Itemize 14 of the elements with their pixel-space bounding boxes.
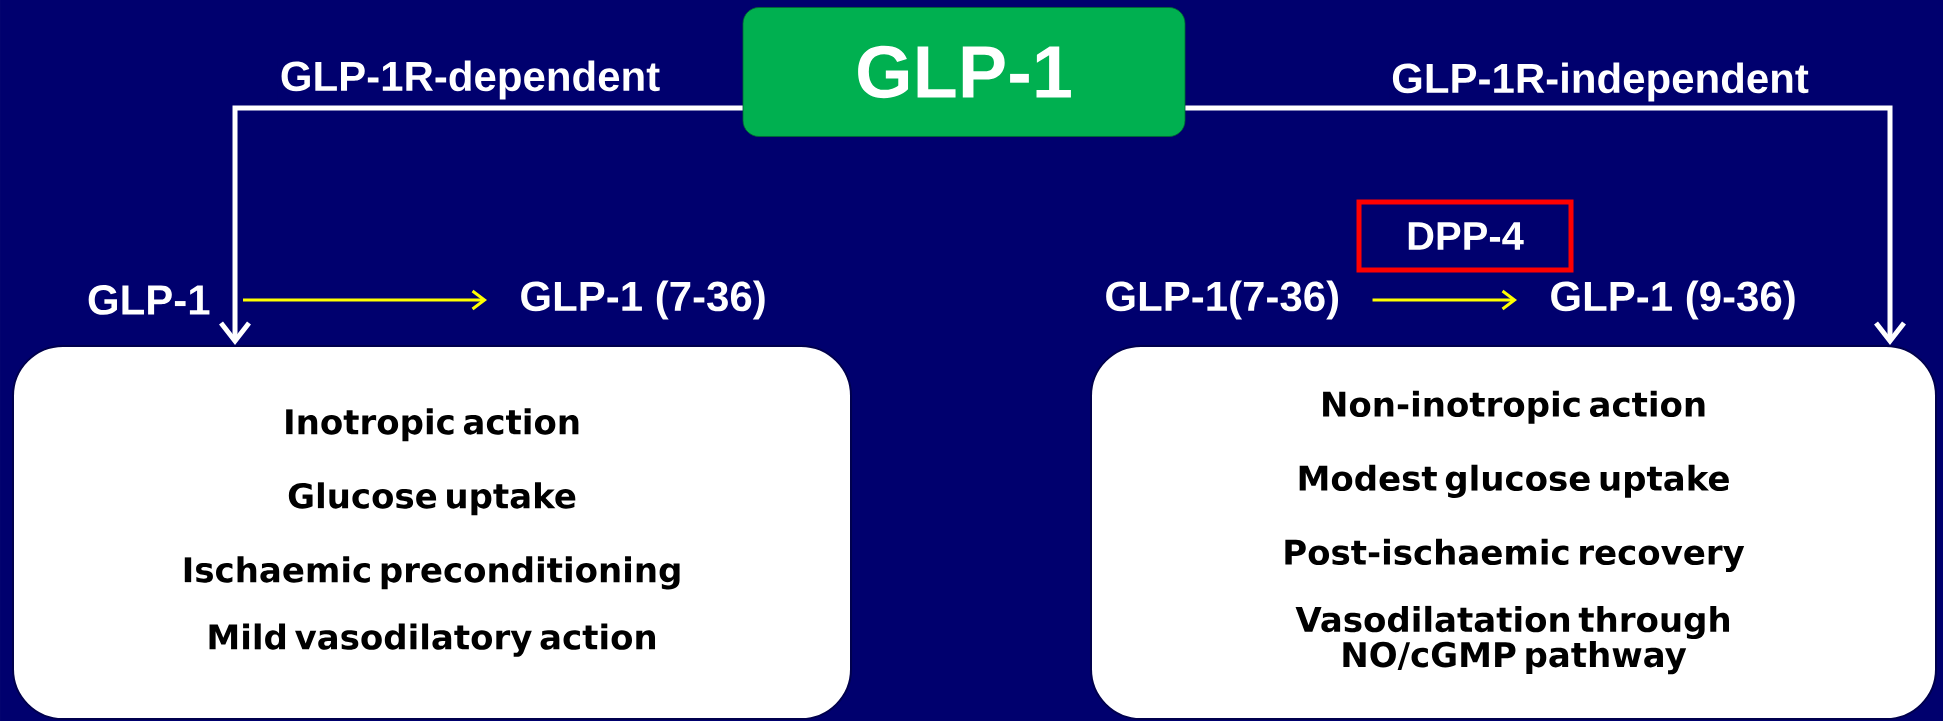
peptide-label: GLP-1 (7-36) bbox=[521, 280, 765, 320]
peptide-label: GLP-1(7-36) bbox=[1106, 280, 1338, 320]
effects-box: Non-inotropic action Modest glucose uptake Post-ischaemic recovery Vasodilatation through NO/cGMP pathway bbox=[1090, 345, 1937, 720]
effects-box: Inotropic action Glucose uptake Ischaemic preconditioning Mild vasodilatory action bbox=[12, 345, 852, 720]
enzyme-box: DPP-4 bbox=[1356, 199, 1574, 273]
arrow bbox=[219, 105, 743, 345]
edge-label: GLP-1R-independent bbox=[1389, 60, 1811, 104]
peptide-label: GLP-1 bbox=[88, 285, 210, 315]
title-box: GLP-1 bbox=[742, 7, 1186, 137]
arrow bbox=[1372, 289, 1517, 311]
arrow bbox=[243, 289, 487, 311]
arrow bbox=[1185, 105, 1906, 345]
peptide-label: GLP-1 (9-36) bbox=[1551, 280, 1795, 320]
edge-label: GLP-1R-dependent bbox=[277, 58, 663, 102]
